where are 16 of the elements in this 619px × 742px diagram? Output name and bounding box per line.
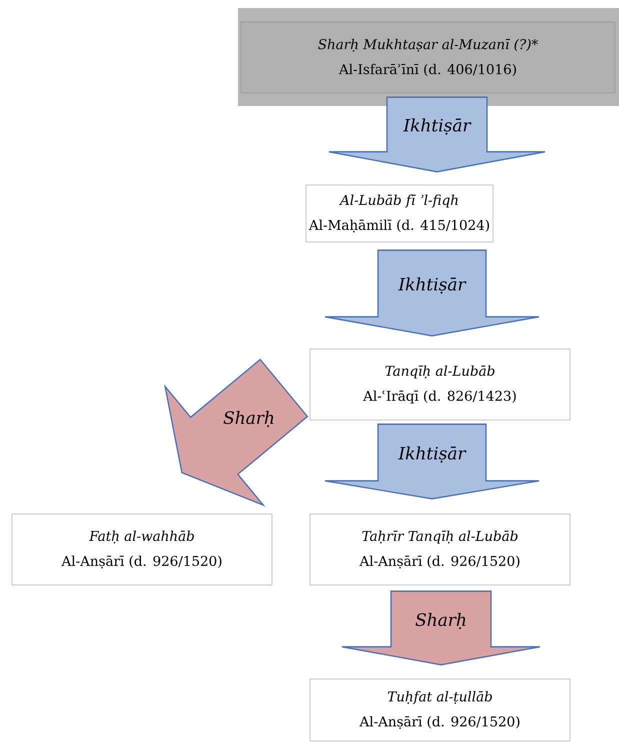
title-box: Al-Lubāb fī ʾl-fiqh Al-Maḥāmilī (d. 415/1024) [306,184,494,242]
edge-label: Sharḥ [224,410,274,428]
title-box: Sharḥ Mukhtaṣar al-Muzanī (?)* Al-Isfarāʾīnī (d. 406/1016) [238,8,619,106]
edge-label: Ikhtiṣār [403,118,472,135]
block-arrow [324,250,540,336]
block-arrow [164,358,308,507]
block-arrow [341,590,541,666]
title-box: Tuḥfat al-ṭullāb Al-Anṣārī (d. 926/1520) [310,678,570,742]
title-box: Tanqīḥ al-Lubāb Al-ʿIrāqī (d. 826/1423) [310,348,570,420]
block-arrow [328,96,546,172]
title-box: Taḥrīr Tanqīḥ al-Lubāb Al-Anṣārī (d. 926/1520) [310,514,570,586]
edge-label: Sharḥ [416,612,466,630]
title-box: Fatḥ al-wahhāb Al-Anṣārī (d. 926/1520) [12,514,272,586]
edge-label: Ikhtiṣār [398,277,466,294]
edge-label: Ikhtiṣār [398,446,466,463]
block-arrow [324,424,540,500]
